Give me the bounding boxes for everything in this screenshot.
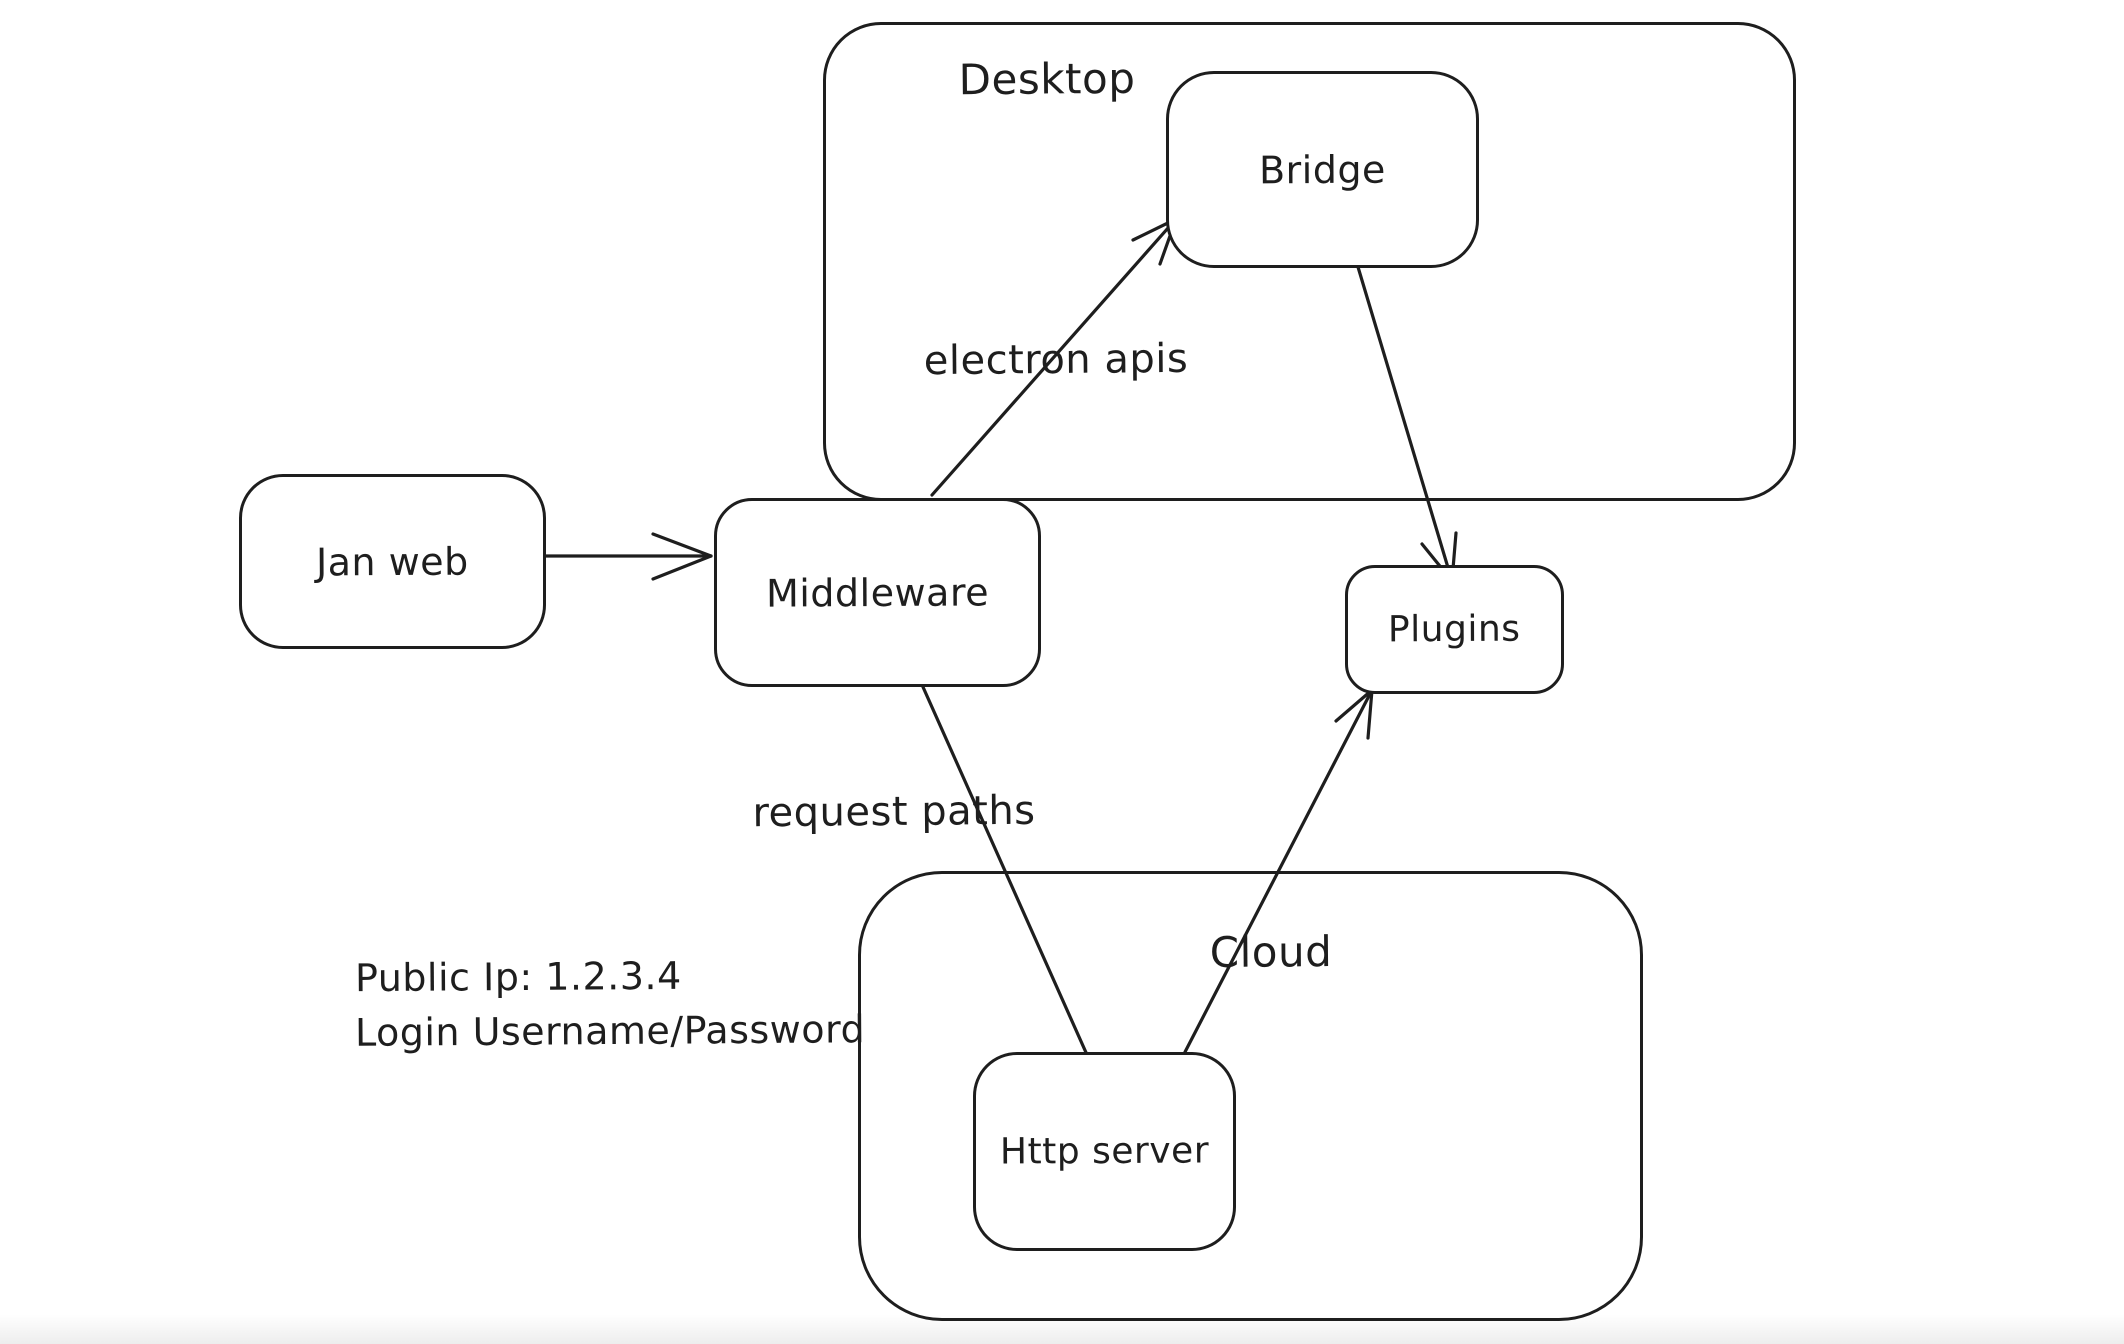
node-plugins[interactable]: Plugins	[1345, 565, 1564, 694]
node-http-server-label: Http server	[999, 1130, 1210, 1173]
node-jan-web[interactable]: Jan web	[239, 474, 546, 649]
node-bridge-label: Bridge	[1258, 147, 1387, 192]
edge-middleware-to-http-server[interactable]	[921, 685, 1090, 1059]
annotation-login-credentials[interactable]: Login Username/Password	[354, 1007, 866, 1055]
container-cloud-title[interactable]: Cloud	[1209, 926, 1333, 978]
container-desktop-title[interactable]: Desktop	[958, 53, 1136, 105]
edge-label-request-paths[interactable]: request paths	[752, 787, 1036, 837]
node-plugins-label: Plugins	[1388, 608, 1521, 651]
edge-jan-web-to-middleware[interactable]	[544, 532, 713, 581]
container-desktop[interactable]	[823, 22, 1796, 501]
node-http-server[interactable]: Http server	[973, 1052, 1236, 1251]
node-bridge[interactable]: Bridge	[1166, 71, 1479, 268]
annotation-public-ip[interactable]: Public Ip: 1.2.3.4	[354, 953, 682, 1001]
edge-http-server-to-plugins[interactable]	[1183, 688, 1374, 1054]
node-middleware[interactable]: Middleware	[714, 498, 1041, 687]
node-jan-web-label: Jan web	[316, 539, 469, 584]
edge-bridge-to-plugins[interactable]	[1356, 265, 1458, 583]
node-middleware-label: Middleware	[765, 569, 990, 616]
container-cloud[interactable]	[858, 871, 1643, 1321]
edge-label-electron-apis[interactable]: electron apis	[923, 335, 1189, 385]
